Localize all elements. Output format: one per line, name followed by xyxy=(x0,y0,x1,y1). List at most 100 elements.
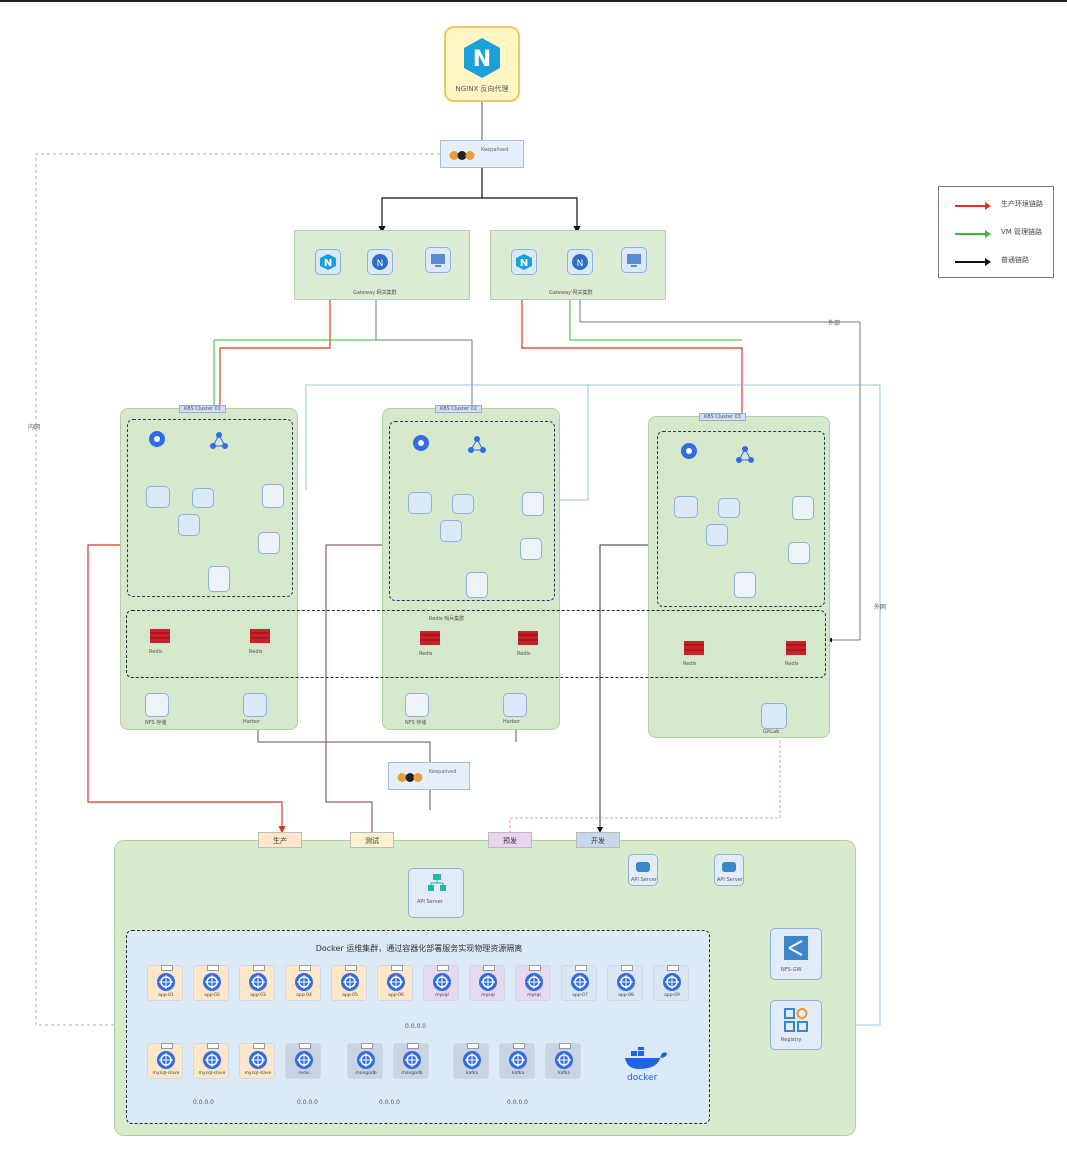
env-tag-dev[interactable]: 开发 xyxy=(576,832,620,848)
kubernetes-pod-icon xyxy=(157,1051,175,1069)
right-api-node-2[interactable]: API Server xyxy=(714,854,744,886)
keepalived-logo-icon xyxy=(449,151,475,160)
kubernetes-pod-icon xyxy=(341,973,359,991)
container-pod[interactable]: app-03 xyxy=(239,965,275,1001)
group-ip: 0.0.0.0 xyxy=(405,1023,426,1030)
cluster-node[interactable] xyxy=(718,498,740,518)
kubernetes-pod-icon xyxy=(357,1051,375,1069)
container-pod[interactable]: app-05 xyxy=(331,965,367,1001)
api-gateway-icon xyxy=(428,874,446,891)
gateway-dashboard-2[interactable] xyxy=(621,247,647,273)
container-pod[interactable]: mysql xyxy=(469,965,505,1001)
svg-text:N: N xyxy=(377,259,384,269)
legend-item-normal: 普通链路 xyxy=(953,255,1049,269)
cluster-control-plane xyxy=(657,431,825,607)
redis-group-label: Redis 哨兵集群 xyxy=(429,616,465,622)
cluster-node[interactable] xyxy=(440,520,462,542)
gateway-sentinel-2[interactable]: N xyxy=(567,249,593,275)
container-pod[interactable]: mysql xyxy=(423,965,459,1001)
pod-badge xyxy=(207,1043,219,1049)
container-pod[interactable]: mongodb xyxy=(393,1043,429,1079)
cluster-node[interactable] xyxy=(408,492,432,514)
cluster-title: K8S Cluster 03 xyxy=(699,413,746,421)
right-api-node-1[interactable]: API Server xyxy=(628,854,658,886)
registry[interactable]: Registry xyxy=(770,1000,822,1050)
black-arrow-icon xyxy=(955,258,991,266)
legend-item-vm: VM 管理链路 xyxy=(953,227,1049,241)
redis-1[interactable]: Redis xyxy=(149,627,171,655)
keepalived-top[interactable]: Keepalived xyxy=(440,140,524,168)
harbor-registry[interactable] xyxy=(243,693,267,717)
redis-1[interactable]: Redis xyxy=(419,629,441,657)
cluster-node[interactable] xyxy=(262,484,284,508)
pod-label: mysql-slave xyxy=(244,1071,272,1076)
cluster-node[interactable] xyxy=(452,494,474,514)
container-pod[interactable]: app-01 xyxy=(147,965,183,1001)
cluster-node[interactable] xyxy=(792,496,814,520)
pod-label: kafka xyxy=(557,1071,571,1076)
container-pod[interactable]: app-06 xyxy=(377,965,413,1001)
gateway-nginx-2[interactable]: N xyxy=(511,249,537,275)
pod-badge xyxy=(621,965,633,971)
pod-label: redis xyxy=(298,1071,310,1076)
container-pod[interactable]: mysql-slave xyxy=(193,1043,229,1079)
pod-label: mongodb xyxy=(401,1071,423,1076)
container-pod[interactable]: mongodb xyxy=(347,1043,383,1079)
cluster-node[interactable] xyxy=(522,492,544,516)
container-pod[interactable]: mysql-slave xyxy=(239,1043,275,1079)
ingress-icon xyxy=(736,446,754,463)
redis-2[interactable]: Redis xyxy=(785,639,807,667)
redis-2[interactable]: Redis xyxy=(517,629,539,657)
gateway-dashboard-1[interactable] xyxy=(425,247,451,273)
cluster-node[interactable] xyxy=(178,514,200,536)
harbor-registry[interactable] xyxy=(503,693,527,717)
container-pod[interactable]: app-02 xyxy=(193,965,229,1001)
container-pod[interactable]: app-08 xyxy=(607,965,643,1001)
cluster-node[interactable] xyxy=(734,572,756,598)
cluster-node[interactable] xyxy=(258,532,280,554)
pod-badge xyxy=(437,965,449,971)
cluster-node[interactable] xyxy=(674,496,698,518)
container-pod[interactable]: kafka xyxy=(499,1043,535,1079)
nfs-storage[interactable] xyxy=(145,693,169,717)
gitlab-node[interactable] xyxy=(761,703,787,729)
pod-badge xyxy=(529,965,541,971)
container-pod[interactable]: mysql xyxy=(515,965,551,1001)
side-label-external: 外部 xyxy=(828,320,841,327)
cluster-node[interactable] xyxy=(706,524,728,546)
gateway-group-2: N N Gateway 网关集群 xyxy=(490,230,666,300)
env-tag-test[interactable]: 测试 xyxy=(350,832,394,848)
api-server[interactable]: API Server xyxy=(408,868,464,918)
gateway-nginx-1[interactable]: N xyxy=(315,249,341,275)
redis-2[interactable]: Redis xyxy=(249,627,271,655)
cluster-node[interactable] xyxy=(208,566,230,592)
container-pod[interactable]: app-04 xyxy=(285,965,321,1001)
cluster-node[interactable] xyxy=(788,542,810,564)
ingress-icon xyxy=(210,432,228,449)
nfs-storage[interactable] xyxy=(405,693,429,717)
pod-label: app-01 xyxy=(158,993,174,998)
container-pod[interactable]: app-09 xyxy=(653,965,689,1001)
env-tag-pre[interactable]: 预发 xyxy=(488,832,532,848)
gateway-sentinel-1[interactable]: N xyxy=(367,249,393,275)
gateway-group-1: N N Gateway 网关集群 xyxy=(294,230,470,300)
keepalived-mid[interactable]: Keepalived xyxy=(388,762,470,790)
cluster-node[interactable] xyxy=(192,488,214,508)
container-pod[interactable]: kafka xyxy=(453,1043,489,1079)
container-pod[interactable]: app-07 xyxy=(561,965,597,1001)
container-pod[interactable]: redis xyxy=(285,1043,321,1079)
nfs-gateway[interactable]: NFS-GW xyxy=(770,928,822,980)
pod-label: mysql xyxy=(481,993,495,998)
cluster-node[interactable] xyxy=(146,486,170,508)
container-pod[interactable]: mysql-slave xyxy=(147,1043,183,1079)
redis-1[interactable]: Redis xyxy=(683,639,705,667)
nginx-node[interactable]: N NGINX 反向代理 xyxy=(444,26,520,102)
container-pod[interactable]: kafka xyxy=(545,1043,581,1079)
service-icon: N xyxy=(572,254,588,270)
cluster-node[interactable] xyxy=(466,572,488,598)
kubernetes-pod-icon xyxy=(463,1051,481,1069)
env-tag-prod[interactable]: 生产 xyxy=(258,832,302,848)
cluster-node[interactable] xyxy=(520,538,542,560)
kubernetes-pod-icon xyxy=(295,1051,313,1069)
